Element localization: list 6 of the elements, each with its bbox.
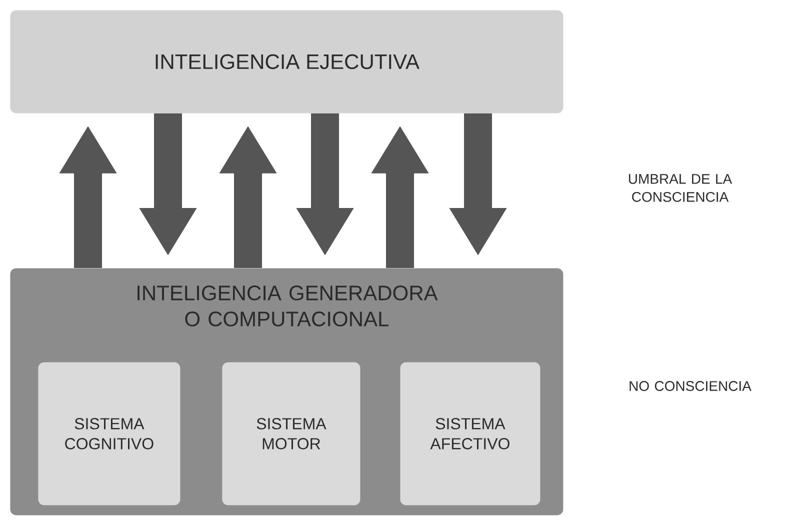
system-box: SISTEMA MOTOR [222, 362, 360, 506]
system-box: SISTEMA COGNITIVO [38, 362, 180, 506]
side-label: UMBRAL DE LA CONSCIENCIA [628, 174, 732, 202]
executive-box: INTELIGENCIA EJECUTIVA [10, 10, 564, 114]
side-label: NO CONSCIENCIA [630, 381, 752, 391]
system-box: SISTEMA AFECTIVO [400, 362, 540, 506]
